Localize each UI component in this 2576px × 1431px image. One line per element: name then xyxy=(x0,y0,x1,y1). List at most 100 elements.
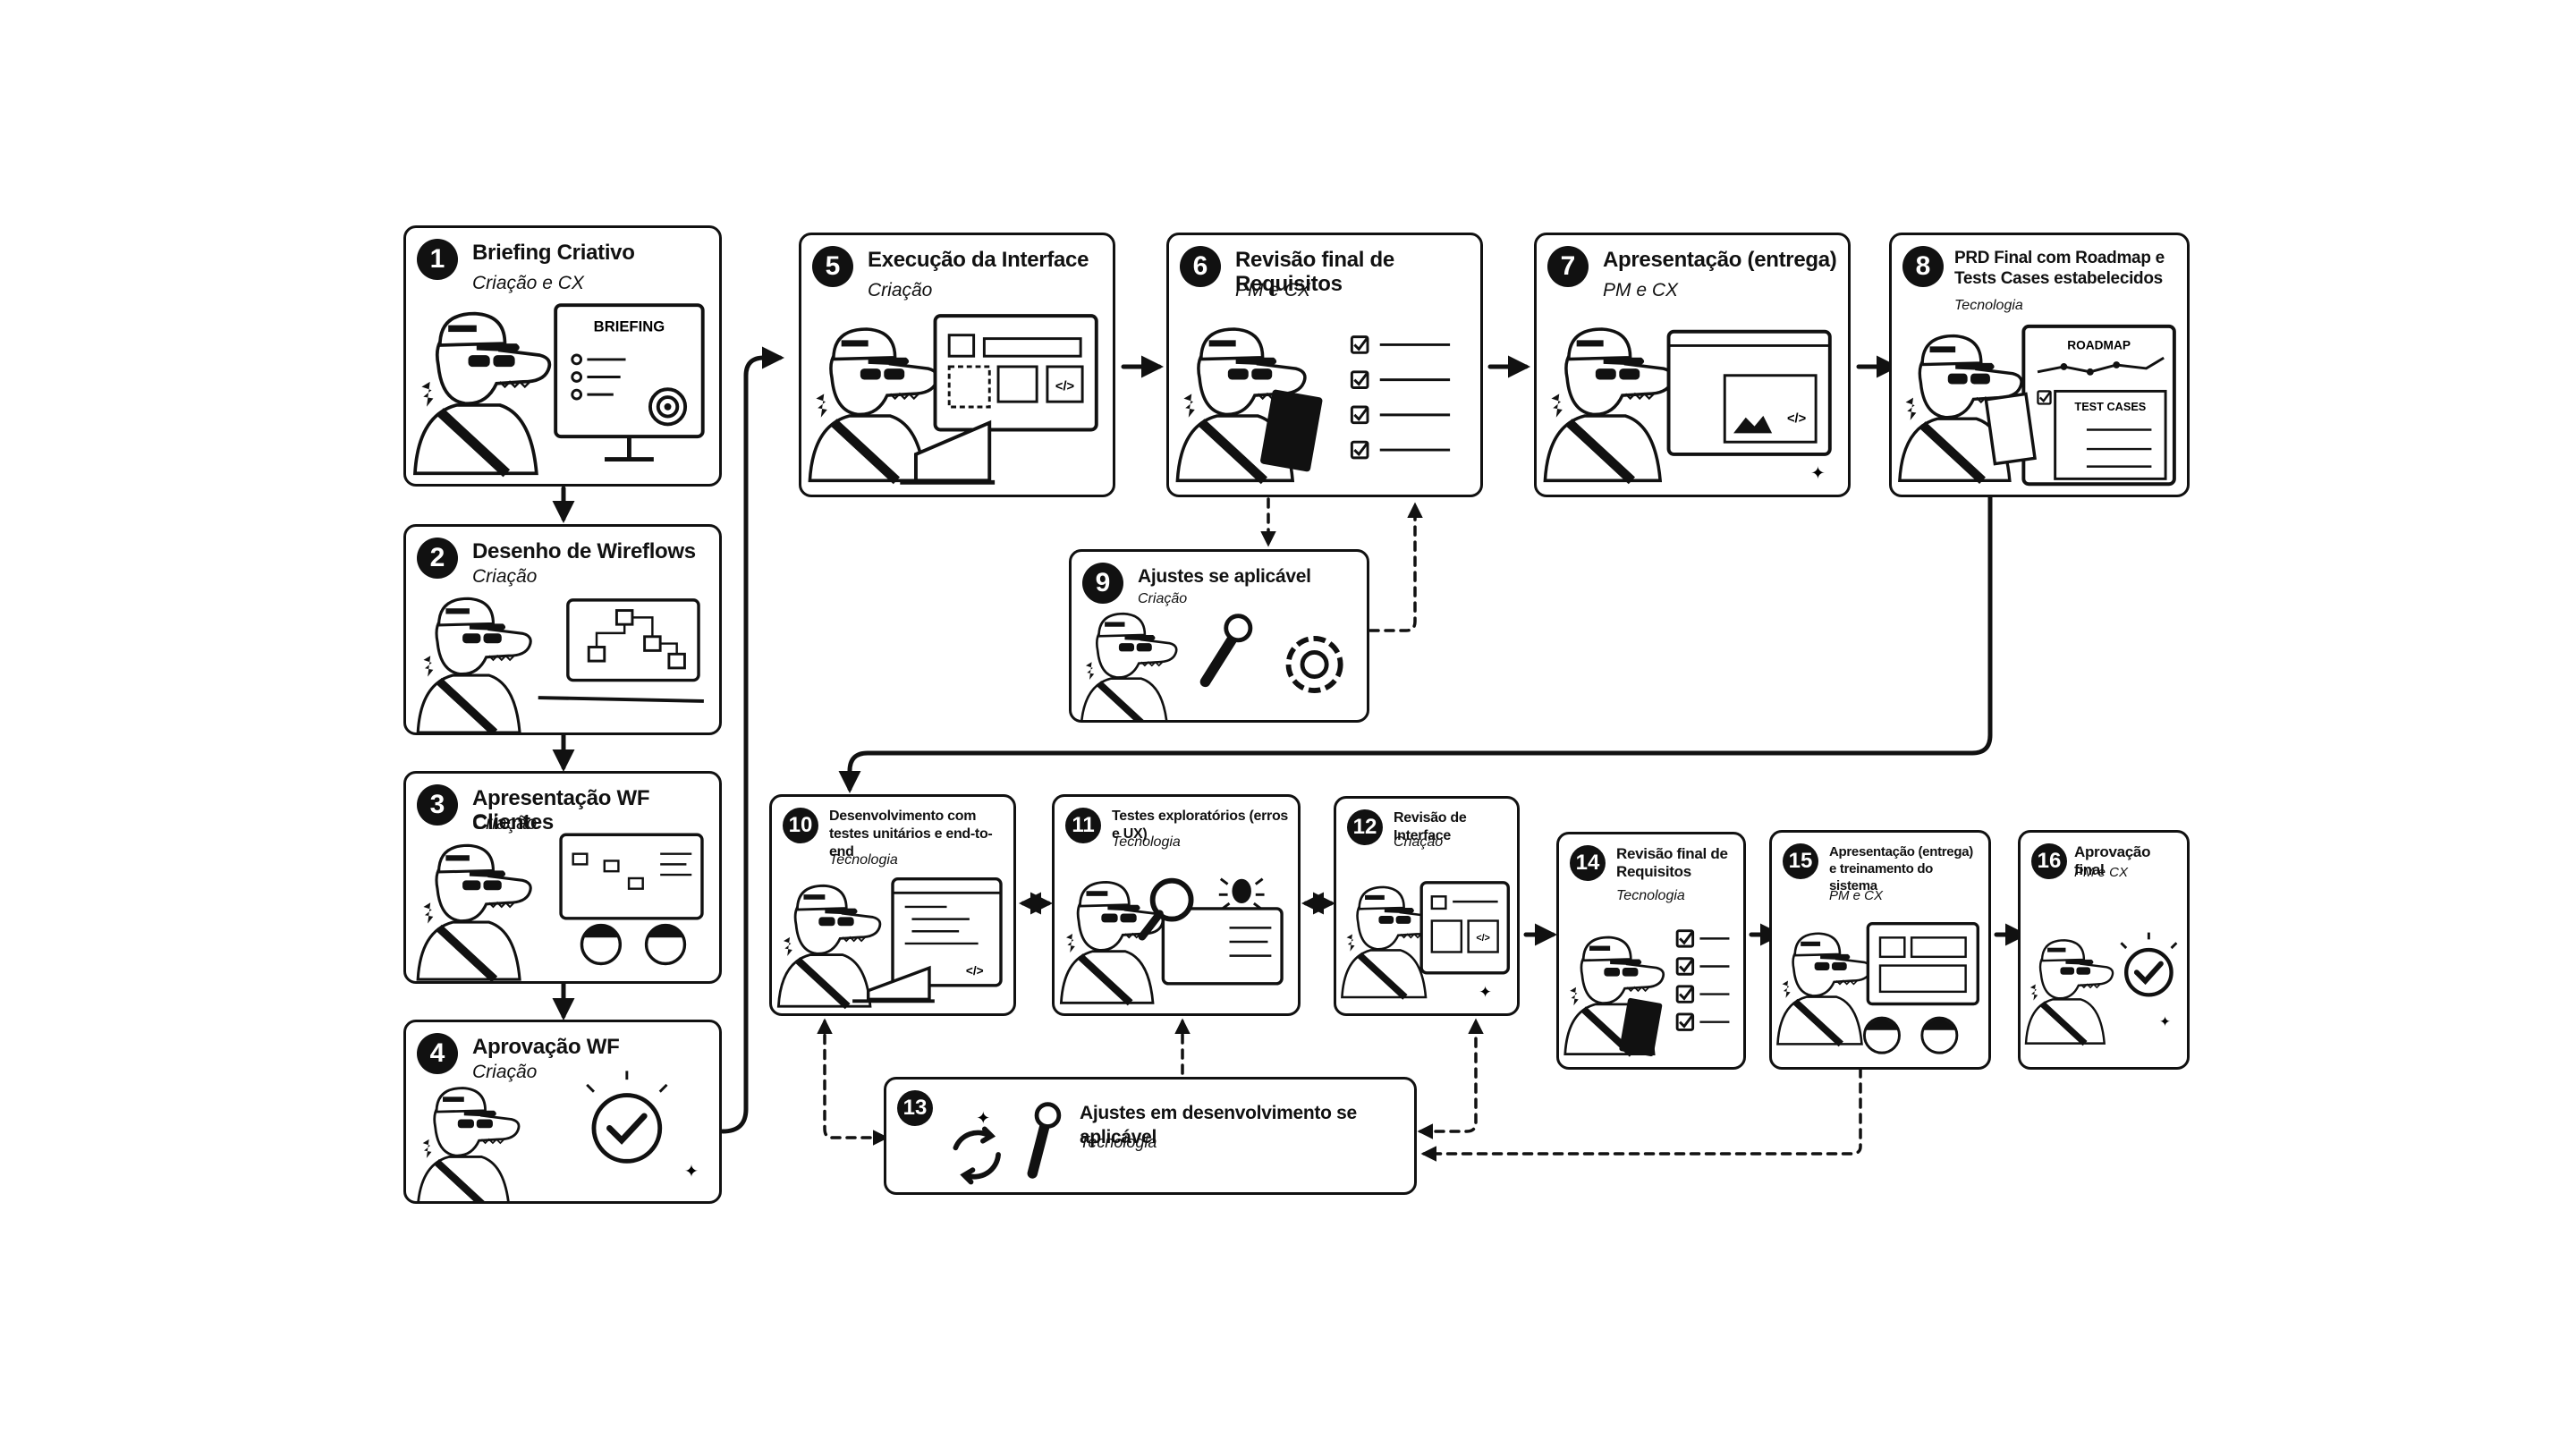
step-number: 7 xyxy=(1547,246,1589,287)
crocodile-mascot-icon xyxy=(1061,882,1163,1003)
step-number: 8 xyxy=(1902,246,1944,287)
step-card-15: 15 Apresentação (entrega) e treinamento … xyxy=(1769,830,1991,1070)
step-number: 9 xyxy=(1082,563,1123,604)
step-team: PM e CX xyxy=(1603,280,1679,301)
test-cases-label: TEST CASES xyxy=(2074,400,2146,413)
step-number: 4 xyxy=(417,1033,458,1074)
arrow-8-10 xyxy=(838,495,1993,793)
crocodile-mascot-icon xyxy=(1081,614,1177,720)
training-illustration xyxy=(1772,922,1979,1054)
roadmap-label: ROADMAP xyxy=(2067,338,2131,351)
audience-icon xyxy=(1862,1016,1959,1054)
briefing-illustration: BRIEFING xyxy=(406,303,705,484)
svg-text:</>: </> xyxy=(1787,412,1806,427)
step-title: Revisão de Interface xyxy=(1394,810,1467,843)
step-title: PRD Final com Roadmap e Tests Cases esta… xyxy=(1954,249,2165,288)
checkmark-circle-icon xyxy=(2124,947,2174,997)
step-title: Testes exploratórios (erros e UX) xyxy=(1112,809,1289,842)
dashed-15-13 xyxy=(1420,1067,1862,1162)
dashed-13-10 xyxy=(817,1018,889,1146)
step-team: PM e CX xyxy=(1829,888,1884,903)
step-card-9: 9 Ajustes se aplicável Criação xyxy=(1069,549,1369,723)
wireflow-illustration xyxy=(406,527,704,732)
step-card-8: 8 PRD Final com Roadmap e Tests Cases es… xyxy=(1889,233,2190,497)
clipboard-icon xyxy=(1619,997,1663,1057)
wrench-icon xyxy=(1199,614,1253,688)
gear-icon xyxy=(1285,636,1343,693)
step-number: 11 xyxy=(1065,808,1101,843)
final-approval-illustration: ✦ xyxy=(2021,932,2178,1067)
laptop-icon xyxy=(852,965,935,1003)
audience-icon xyxy=(580,923,687,966)
step-title: Desenvolvimento com testes unitários e e… xyxy=(829,809,993,859)
crocodile-mascot-icon xyxy=(418,598,530,732)
development-illustration: </> xyxy=(772,877,1003,1013)
step-team: Criação xyxy=(472,813,538,834)
checkmark-circle-icon xyxy=(591,1093,663,1164)
dashed-13-12 xyxy=(1417,1018,1484,1139)
sparkle-icon: ✦ xyxy=(2159,1014,2171,1029)
clipboard-icon xyxy=(1984,392,2037,466)
step-number: 16 xyxy=(2031,843,2067,879)
crocodile-mascot-icon xyxy=(415,314,549,474)
briefing-board-label: BRIEFING xyxy=(594,318,665,335)
step-number: 5 xyxy=(812,246,853,287)
step-team: Tecnologia xyxy=(1954,298,2023,313)
step-title: Aprovação final xyxy=(2074,843,2151,878)
step-number: 15 xyxy=(1783,843,1818,879)
step-number: 6 xyxy=(1180,246,1221,287)
step-title: Briefing Criativo xyxy=(472,241,635,265)
clipboard-icon xyxy=(1260,389,1323,472)
step-card-10: 10 Desenvolvimento com testes unitários … xyxy=(769,794,1016,1016)
requirements-review-illustration xyxy=(1169,235,1451,495)
magnifier-icon xyxy=(1138,877,1194,941)
sparkle-icon: ✦ xyxy=(1810,463,1825,483)
step-card-4: 4 Aprovação WF Criação ✦ xyxy=(403,1020,722,1204)
step-title: Apresentação (entrega) e treinamento do … xyxy=(1829,844,1973,893)
step-title: Desenho de Wireflows xyxy=(472,539,696,563)
prd-illustration: ROADMAP TEST CASES xyxy=(1892,324,2176,487)
crocodile-mascot-icon xyxy=(418,1088,519,1201)
step-team: Criação xyxy=(472,566,538,587)
svg-text:</>: </> xyxy=(966,964,984,978)
step-team: Criação xyxy=(472,1062,538,1082)
svg-text:</>: </> xyxy=(1055,379,1074,394)
sparkle-icon: ✦ xyxy=(976,1110,990,1129)
step-card-13: 13 Ajustes em desenvolvimento se aplicáv… xyxy=(884,1077,1417,1195)
laptop-icon xyxy=(900,419,996,485)
refresh-cycle-icon xyxy=(953,1126,1001,1185)
arrow-4-5 xyxy=(720,346,784,1134)
step-number: 1 xyxy=(417,239,458,280)
step-team: Criação e CX xyxy=(472,273,584,293)
step-number: 12 xyxy=(1347,809,1383,845)
step-team: PM e CX xyxy=(1235,280,1311,301)
step-team: Tecnologia xyxy=(1616,888,1685,903)
checklist xyxy=(1350,335,1451,460)
interface-execution-illustration: </> xyxy=(801,314,1098,495)
svg-text:</>: </> xyxy=(1476,933,1489,944)
step-team: Tecnologia xyxy=(1080,1133,1157,1151)
step-title: Ajustes em desenvolvimento se aplicável xyxy=(1080,1103,1357,1147)
bug-icon xyxy=(1218,877,1265,910)
crocodile-mascot-icon xyxy=(1545,329,1673,480)
target-icon xyxy=(648,387,688,427)
step-title: Ajustes se aplicável xyxy=(1138,566,1311,587)
step-number: 3 xyxy=(417,784,458,826)
sparkle-icon: ✦ xyxy=(684,1162,699,1181)
step-number: 13 xyxy=(897,1090,933,1126)
step-team: PM e CX xyxy=(2074,865,2129,880)
step-card-7: 7 Apresentação (entrega) PM e CX </> ✦ xyxy=(1534,233,1851,497)
step-title: Apresentação (entrega) xyxy=(1603,248,1837,272)
step-card-2: 2 Desenho de Wireflows Criação xyxy=(403,524,722,735)
step-team: Criação xyxy=(868,280,933,301)
adjustments-illustration xyxy=(1072,552,1343,720)
dashed-9-6 xyxy=(1368,502,1423,632)
step-title: Revisão final de Requisitos xyxy=(1235,248,1394,296)
step-team: Criação xyxy=(1394,834,1444,850)
final-requirements-illustration xyxy=(1559,929,1730,1067)
approval-illustration: ✦ xyxy=(406,1071,699,1201)
dev-adjustments-illustration: ✦ xyxy=(953,1102,1062,1185)
crocodile-mascot-icon xyxy=(778,885,880,1006)
interface-review-illustration: </> ✦ xyxy=(1336,881,1510,1001)
